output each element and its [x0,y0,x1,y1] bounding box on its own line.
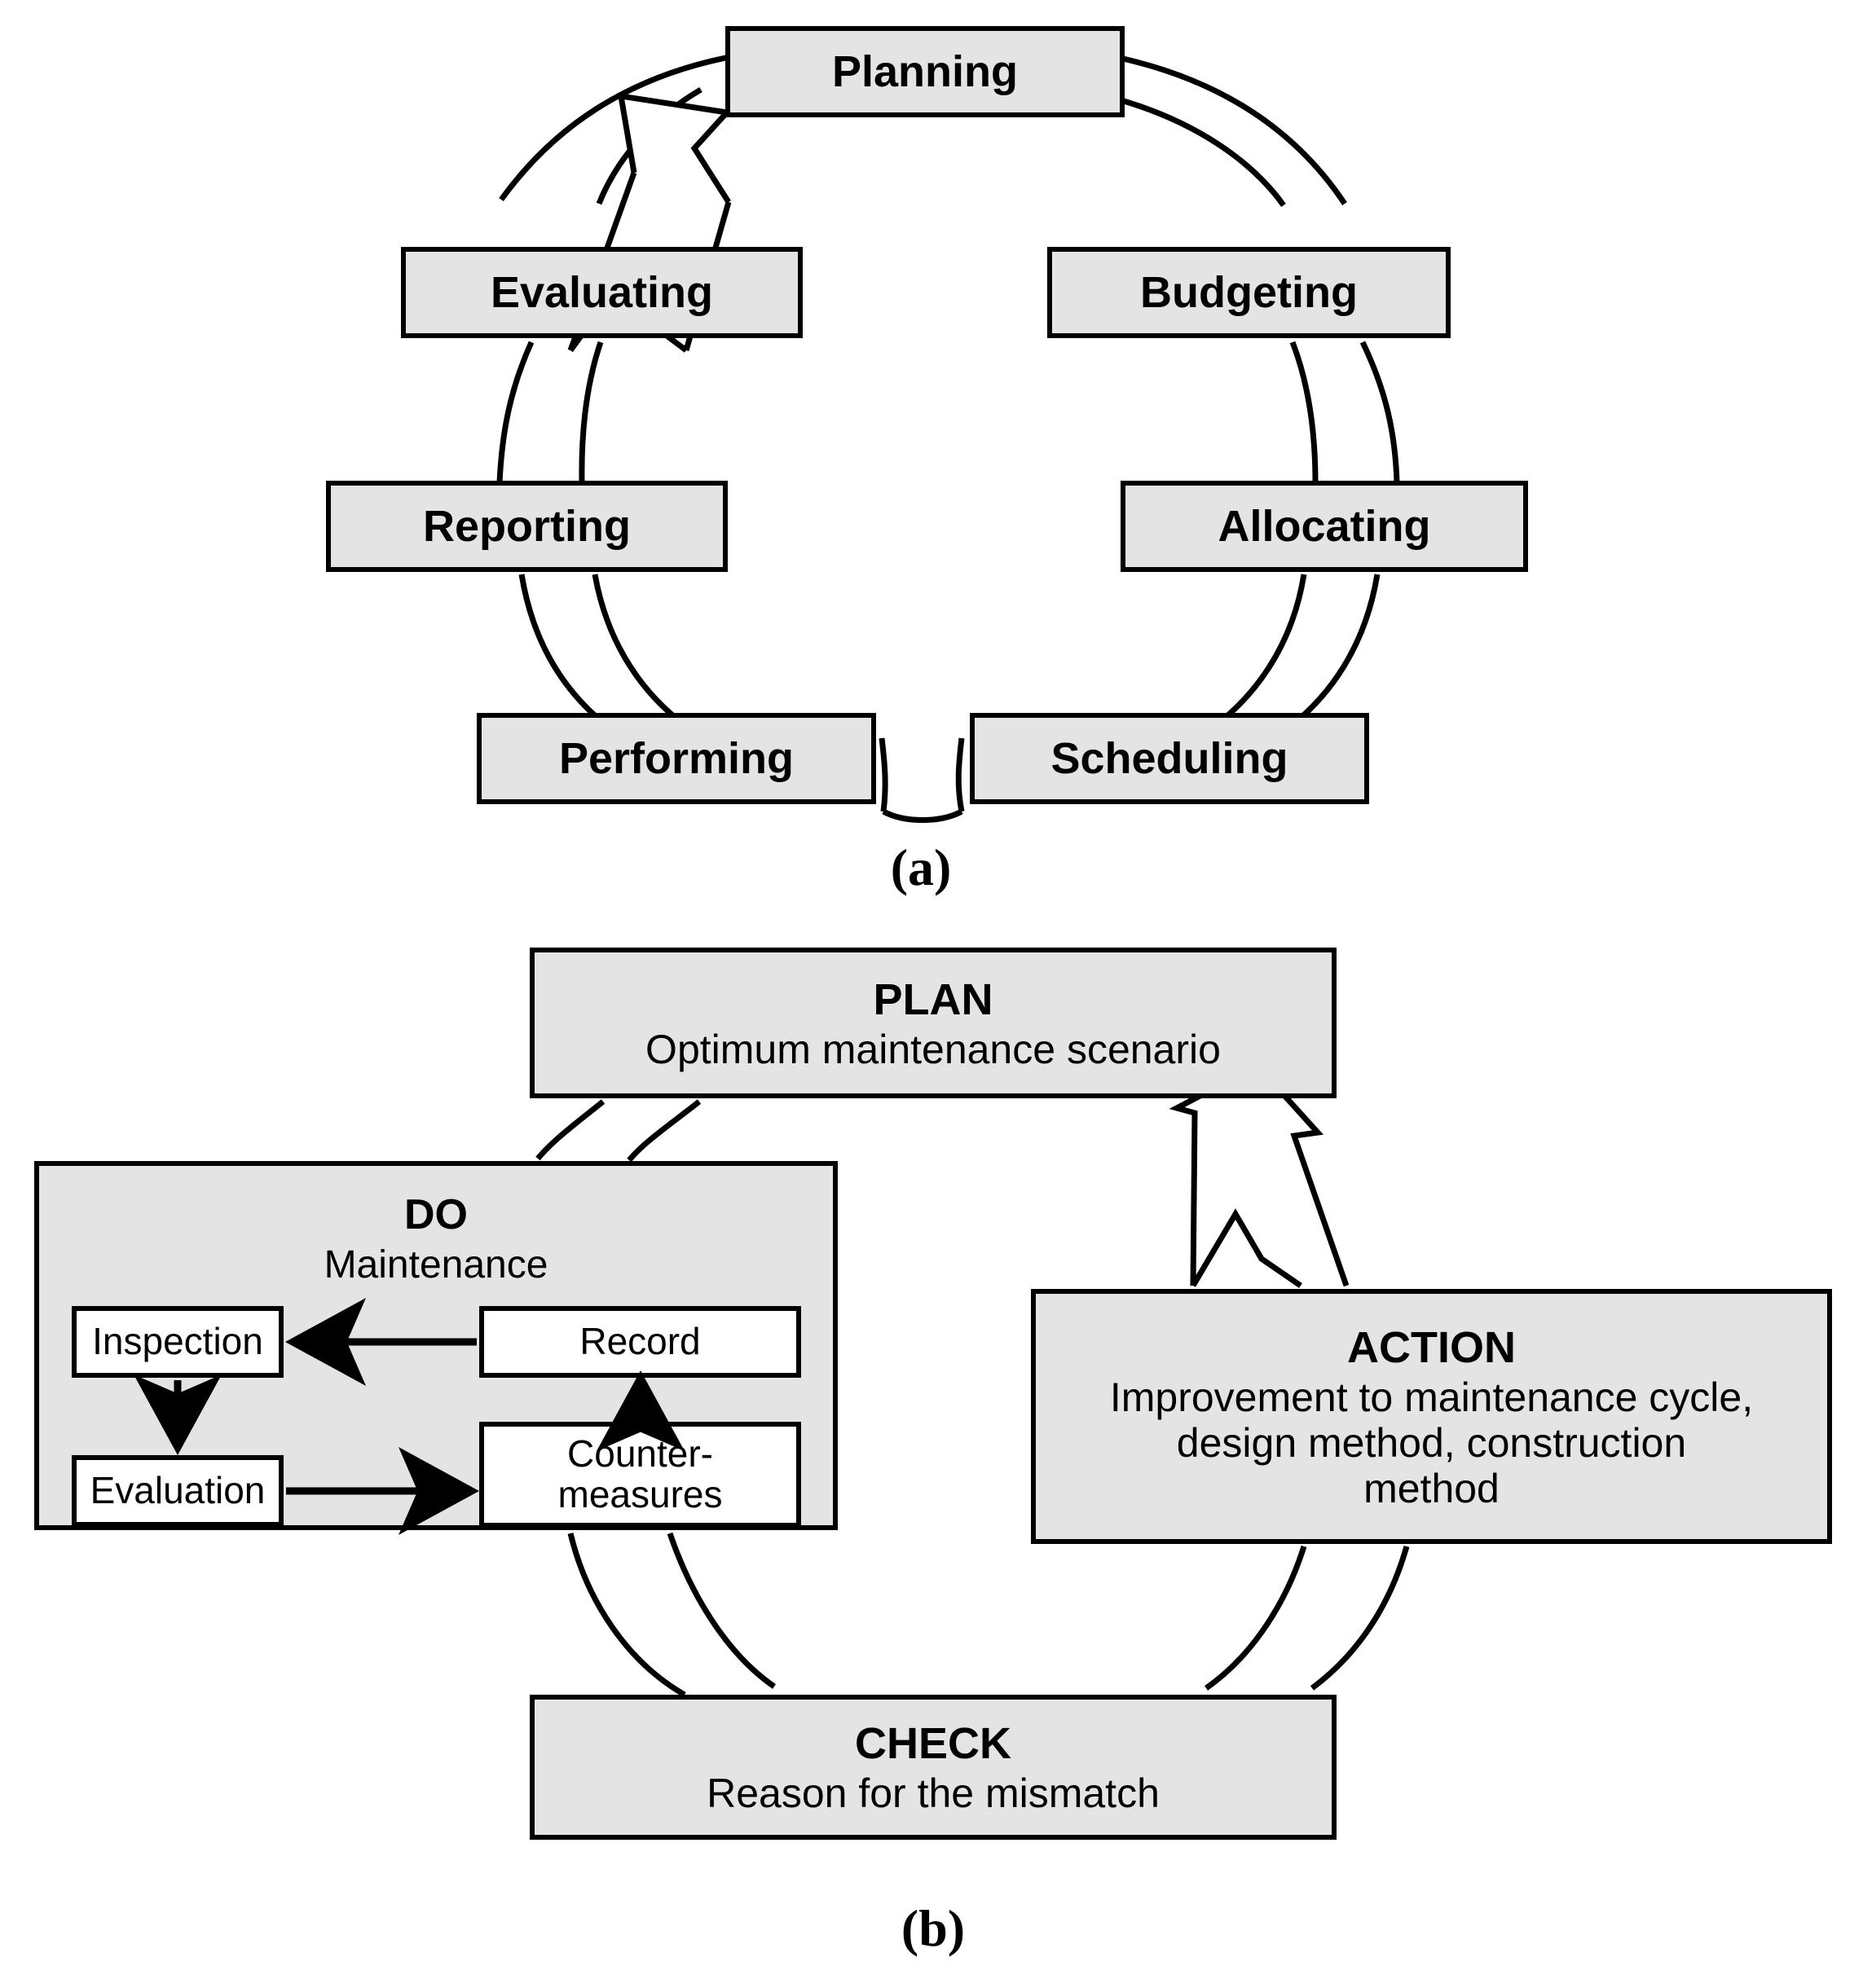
cycle-node-scheduling-label: Scheduling [1050,733,1288,783]
cycle-bottom-connector-right [955,737,965,812]
pdca-check-title: CHECK [854,1719,1011,1768]
do-step-inspection[interactable]: Inspection [72,1306,284,1378]
pdca-do-title: DO [404,1191,468,1238]
pdca-plan-subtitle: Optimum maintenance scenario [645,1026,1221,1072]
cycle-outer-arc-left3 [518,574,619,736]
pdca-arc-do-check-outer [567,1533,686,1698]
cycle-inner-arc-left [596,86,702,205]
do-step-evaluation-label: Evaluation [90,1469,266,1512]
do-step-countermeasures-label: Counter- measures [557,1432,723,1515]
cycle-outer-arc-right2 [1359,341,1400,483]
cycle-inner-arc-right3 [1203,574,1307,736]
cycle-node-planning-label: Planning [832,46,1018,96]
do-step-inspection-label: Inspection [92,1320,263,1363]
pdca-do-subtitle: Maintenance [324,1243,548,1286]
cycle-bottom-connector-cap [882,808,963,823]
pdca-action-box[interactable]: ACTION Improvement to maintenance cycle,… [1031,1289,1832,1544]
cycle-outer-arc-right [1122,55,1347,205]
pdca-arc-check-action-outer [1204,1545,1307,1691]
cycle-node-scheduling[interactable]: Scheduling [970,713,1369,804]
pdca-action-title: ACTION [1347,1322,1516,1372]
cycle-inner-arc-right [1117,96,1286,208]
panel-b-caption: (b) [901,1899,966,1957]
pdca-check-subtitle: Reason for the mismatch [707,1770,1160,1816]
cycle-outer-arc-left2 [496,341,535,483]
do-step-countermeasures[interactable]: Counter- measures [479,1422,801,1528]
pdca-action-subtitle: Improvement to maintenance cycle, design… [1109,1374,1754,1511]
cycle-node-performing-label: Performing [558,733,795,783]
cycle-node-planning[interactable]: Planning [725,26,1125,117]
cycle-outer-arc-left [499,54,730,202]
cycle-inner-arc-left2 [579,341,604,483]
cycle-node-evaluating[interactable]: Evaluating [401,247,803,338]
do-step-evaluation[interactable]: Evaluation [72,1455,284,1527]
pdca-plan-title: PLAN [873,974,993,1024]
cycle-inner-arc-left3 [592,574,698,736]
pdca-arc-plan-do-outer [535,1099,606,1161]
cycle-inner-arc-right2 [1289,341,1319,483]
cycle-bottom-connector-left [879,737,888,812]
pdca-do-heading: DO Maintenance [39,1190,833,1287]
do-step-record-label: Record [579,1320,701,1363]
pdca-action-plan-arrow [1169,1062,1350,1287]
pdca-arc-check-action-inner [1310,1546,1410,1691]
do-step-record[interactable]: Record [479,1306,801,1378]
cycle-node-reporting-label: Reporting [423,501,631,551]
pdca-action-plan-arrow-notch [1190,1208,1302,1288]
panel-a-caption: (a) [890,838,952,896]
pdca-arc-plan-do-inner [627,1099,702,1163]
cycle-node-budgeting[interactable]: Budgeting [1047,247,1451,338]
cycle-node-reporting[interactable]: Reporting [326,481,728,572]
cycle-node-allocating[interactable]: Allocating [1121,481,1528,572]
cycle-node-allocating-label: Allocating [1218,501,1431,551]
cycle-node-budgeting-label: Budgeting [1140,267,1358,317]
pdca-plan-box[interactable]: PLAN Optimum maintenance scenario [530,948,1337,1098]
cycle-node-performing[interactable]: Performing [477,713,876,804]
cycle-outer-arc-right3 [1279,574,1381,736]
pdca-check-box[interactable]: CHECK Reason for the mismatch [530,1695,1337,1840]
pdca-arc-do-check-inner [667,1532,776,1689]
cycle-node-evaluating-label: Evaluating [490,267,714,317]
cycle-arrowhead [617,92,733,204]
